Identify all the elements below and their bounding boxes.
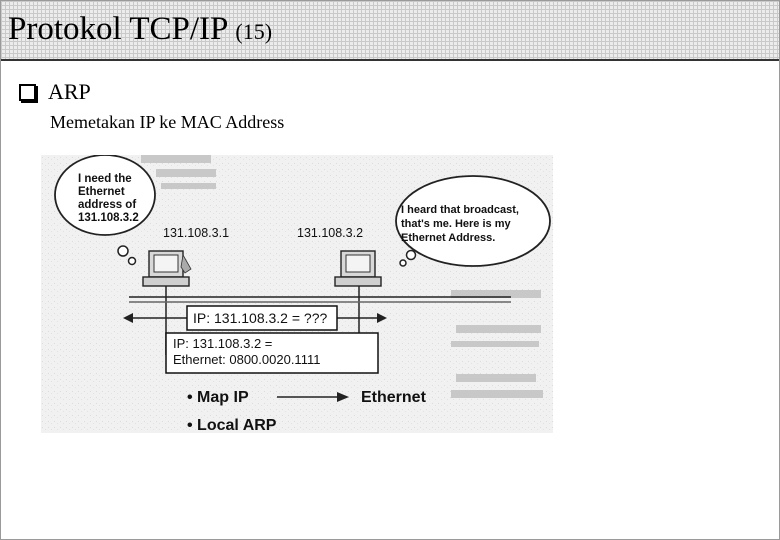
bubble-right-line-1: I heard that broadcast, [401,204,519,216]
computer-right-icon [334,250,382,287]
local-arp-label: • Local ARP [187,417,277,433]
bubble-left-line-4: 131.108.3.2 [78,212,139,224]
thought-bubble-left [54,155,156,266]
arp-reply-box [165,332,379,374]
network-cabling [129,286,511,355]
host-left-ip: 131.108.3.1 [163,226,229,240]
arp-request-text: IP: 131.108.3.2 = ??? [193,310,327,326]
slide-title-text: Protokol TCP/IP [8,11,228,47]
broadcast-request-arrow [123,313,387,323]
arp-reply-line-1: IP: 131.108.3.2 = [173,336,272,351]
bullet-description: Memetakan IP ke MAC Address [50,112,285,132]
title-bar: Protokol TCP/IP (15) [1,1,779,61]
map-ethernet-label: Ethernet [361,389,427,406]
bubble-left-line-3: address of [78,199,136,211]
arp-request-box [186,305,338,331]
computer-left-icon [142,250,192,287]
arp-diagram-svg: I need the Ethernet address of 131.108.3… [41,155,553,433]
thought-bubble-right [395,175,551,267]
slide-number: (15) [235,19,273,44]
bubble-right-line-2: that's me. Here is my [401,218,511,230]
bubble-right-line-3: Ethernet Address. [401,232,495,244]
slide-title: Protokol TCP/IP (15) [8,11,272,48]
faded-background-text [141,155,543,398]
map-ip-label: • Map IP [187,389,249,406]
arp-diagram: I need the Ethernet address of 131.108.3… [41,155,553,433]
bubble-left-line-1: I need the [78,173,132,185]
square-bullet-icon [19,84,36,101]
bullet-heading: ARP [48,79,91,104]
arp-reply-line-2: Ethernet: 0800.0020.1111 [173,352,320,367]
map-arrow-icon [277,392,349,402]
host-right-ip: 131.108.3.2 [297,226,363,240]
bubble-left-line-2: Ethernet [78,186,125,198]
